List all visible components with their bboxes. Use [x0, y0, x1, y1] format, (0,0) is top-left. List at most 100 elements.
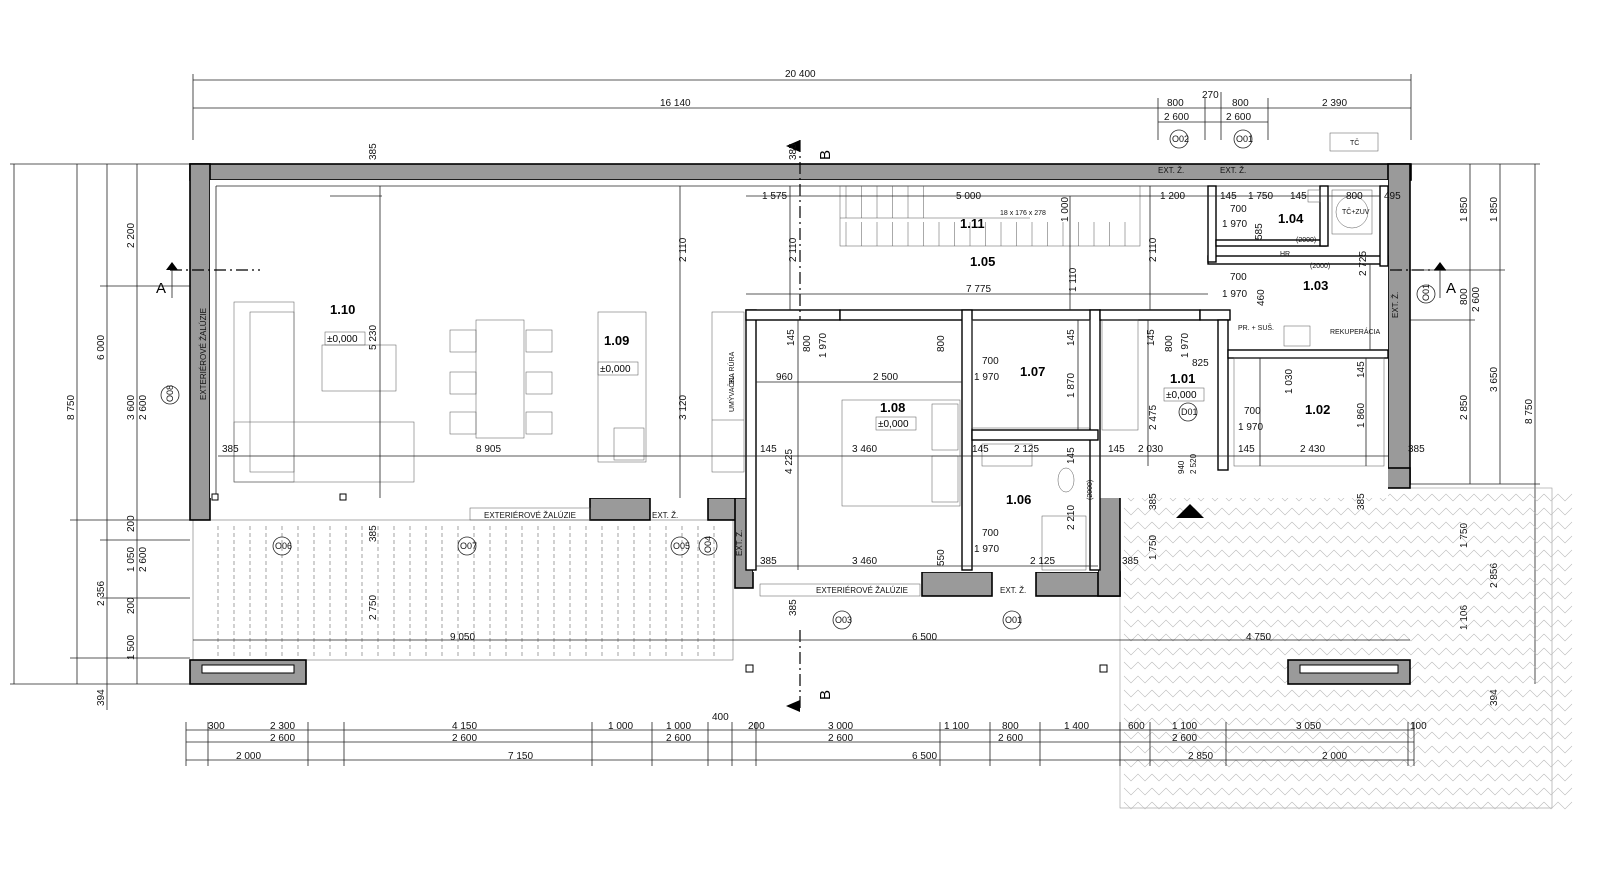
svg-text:7 150: 7 150: [508, 751, 533, 762]
paving-joint: [1179, 577, 1209, 586]
paving-joint: [1459, 675, 1489, 684]
svg-text:2 500: 2 500: [873, 372, 898, 383]
paving-joint: [1347, 507, 1377, 516]
paving-joint: [1459, 633, 1489, 642]
paving-joint: [1151, 703, 1181, 712]
paving-joint: [1151, 591, 1181, 600]
svg-text:2 125: 2 125: [1014, 444, 1039, 455]
paving-joint: [1347, 605, 1377, 614]
paving-joint: [1207, 731, 1237, 740]
ext-4: EXT. Ž.: [1158, 166, 1184, 175]
level-1-08: ±0,000: [878, 419, 909, 430]
paving-joint: [1431, 703, 1461, 712]
svg-text:4 150: 4 150: [452, 721, 477, 732]
svg-text:3 460: 3 460: [852, 556, 877, 567]
paving-joint: [1431, 563, 1461, 572]
left-2200: 2 200: [126, 223, 137, 248]
paving-joint: [1487, 773, 1517, 782]
room-1-10: 1.10: [330, 302, 355, 317]
paving-joint: [1123, 759, 1153, 768]
paving-joint: [1403, 801, 1433, 810]
tag-o05: O05: [673, 541, 690, 551]
svg-text:800: 800: [1164, 335, 1175, 352]
paving-joint: [1207, 647, 1237, 656]
paving-joint: [1515, 507, 1545, 516]
paving-joint: [1403, 605, 1433, 614]
paving-joint: [1235, 535, 1265, 544]
svg-text:2 600: 2 600: [452, 733, 477, 744]
svg-text:385: 385: [1356, 493, 1367, 510]
paving-joint: [1375, 563, 1405, 572]
paving-joint: [1151, 633, 1181, 642]
paving-joint: [1179, 647, 1209, 656]
paving-joint: [1403, 689, 1433, 698]
paving-joint: [1235, 563, 1265, 572]
svg-text:2 110: 2 110: [1148, 237, 1159, 262]
label-umyvacka: UMÝVAČKA: [727, 373, 736, 412]
svg-text:2 000: 2 000: [1322, 751, 1347, 762]
paving-joint: [1515, 759, 1545, 768]
svg-text:5 230: 5 230: [368, 325, 379, 350]
paving-joint: [1459, 731, 1489, 740]
paving-joint: [1487, 493, 1517, 502]
label-tc-zuv: TČ+ZUV: [1342, 207, 1370, 216]
paving-joint: [1263, 619, 1293, 628]
svg-text:2 210: 2 210: [1066, 505, 1077, 530]
paving-joint: [1151, 745, 1181, 754]
svg-text:2 850: 2 850: [1188, 751, 1213, 762]
svg-text:1 110: 1 110: [1068, 267, 1079, 292]
svg-text:385: 385: [788, 143, 799, 160]
paving-joint: [1263, 591, 1293, 600]
paving-joint: [1291, 563, 1321, 572]
paving-joint: [1291, 633, 1321, 642]
paving-joint: [1375, 689, 1405, 698]
paving-joint: [1487, 787, 1517, 796]
paving-joint: [1319, 787, 1349, 796]
paving-joint: [1319, 605, 1349, 614]
dim-270: 270: [1202, 90, 1219, 101]
paving-joint: [1375, 549, 1405, 558]
paving-joint: [1487, 605, 1517, 614]
svg-text:385: 385: [1408, 444, 1425, 455]
ext-1: EXT. Ž.: [652, 511, 678, 520]
blinds-vertical: EXTERIÉROVÉ ŽALÚZIE: [199, 308, 208, 400]
tag-o01-bottom: O01: [1005, 615, 1022, 625]
paving-joint: [1235, 773, 1265, 782]
paving-joint: [1291, 507, 1321, 516]
paving-joint: [1487, 759, 1517, 768]
dim-2600b: 2 600: [1226, 112, 1251, 123]
paving-joint: [1431, 605, 1461, 614]
paving-joint: [1263, 549, 1293, 558]
paving-joint: [1459, 549, 1489, 558]
paving-joint: [1291, 787, 1321, 796]
paving-joint: [1263, 689, 1293, 698]
svg-text:700: 700: [982, 356, 999, 367]
svg-text:145: 145: [1290, 191, 1307, 202]
terrace-left: [192, 519, 734, 661]
svg-text:2 725: 2 725: [1358, 251, 1369, 276]
svg-text:200: 200: [748, 721, 765, 732]
paving-joint: [1179, 619, 1209, 628]
paving-joint: [1375, 801, 1405, 810]
svg-text:600: 600: [1128, 721, 1145, 732]
paving-joint: [1431, 619, 1461, 628]
svg-text:300: 300: [208, 721, 225, 732]
paving-joint: [1263, 787, 1293, 796]
svg-text:700: 700: [982, 528, 999, 539]
ext-6: EXT. Ž.: [1391, 292, 1400, 318]
svg-text:3 460: 3 460: [852, 444, 877, 455]
svg-text:940: 940: [1177, 460, 1186, 474]
paving-joint: [1459, 507, 1489, 516]
left-2356: 2 356: [96, 581, 107, 606]
outer-walls: [189, 163, 1412, 597]
paving-joint: [1515, 703, 1545, 712]
paving-joint: [1543, 577, 1573, 586]
paving-joint: [1235, 549, 1265, 558]
svg-text:1 100: 1 100: [1172, 721, 1197, 732]
svg-text:385: 385: [788, 599, 799, 616]
paving-joint: [1515, 773, 1545, 782]
paving-joint: [1487, 633, 1517, 642]
paving-joint: [1235, 647, 1265, 656]
svg-text:2 520: 2 520: [1189, 453, 1198, 474]
svg-text:800: 800: [802, 335, 813, 352]
